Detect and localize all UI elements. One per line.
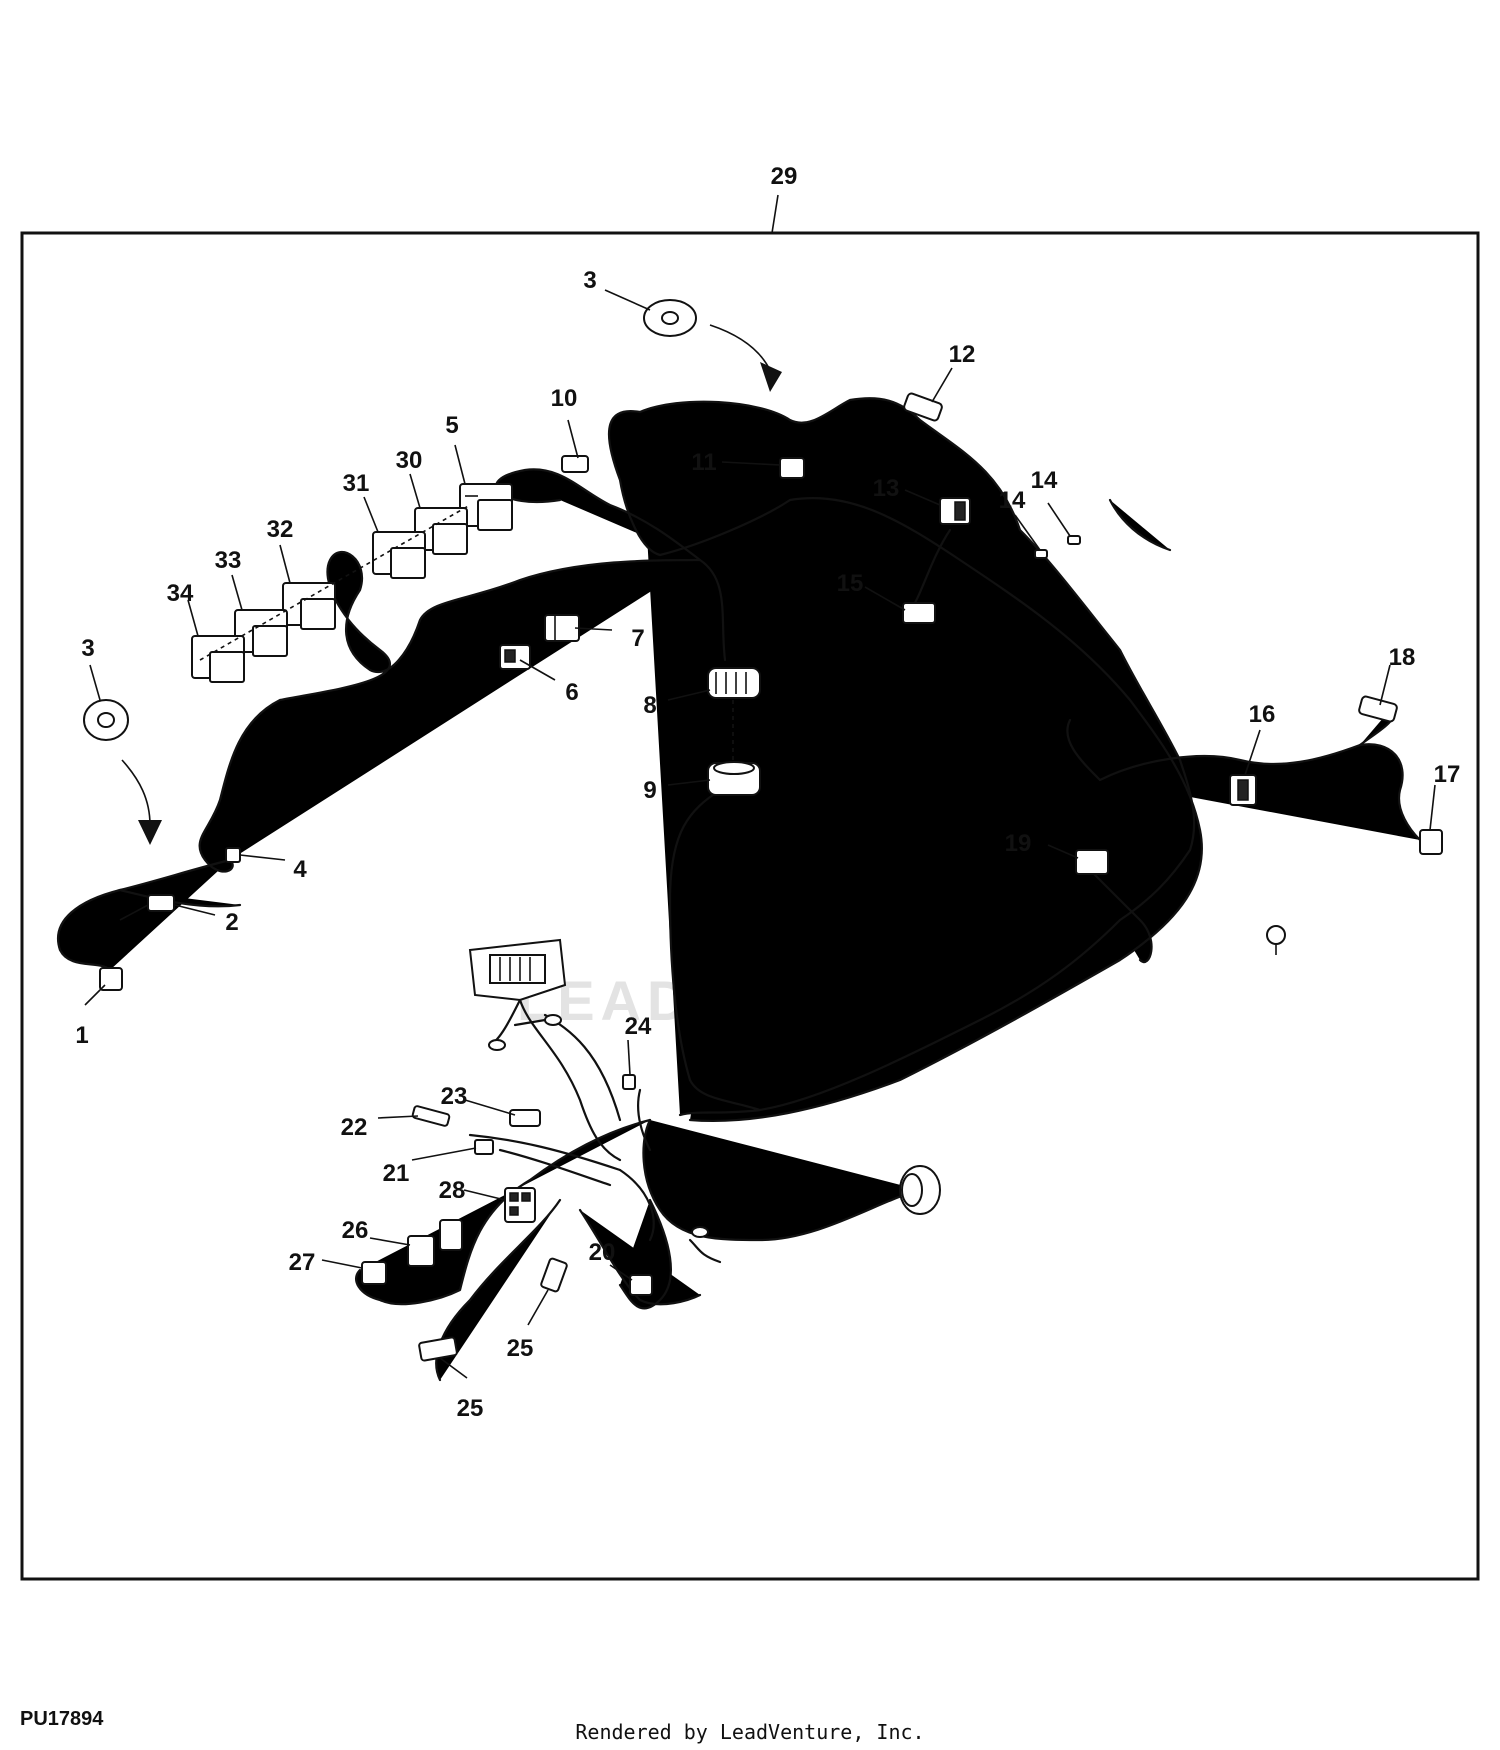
callout-14a: 14	[999, 487, 1026, 514]
callout-15: 15	[837, 570, 864, 597]
connector-2	[119, 894, 175, 921]
connector-21	[474, 1139, 494, 1155]
callout-10: 10	[551, 385, 578, 412]
callout-28: 28	[439, 1177, 466, 1204]
callout-22: 22	[341, 1114, 368, 1141]
callout-labels: 29 3 12 10 11 13 14 14 5 30 31 32 33 34 …	[75, 163, 1460, 1422]
ground-clip	[1266, 925, 1286, 955]
fuse-block	[468, 938, 567, 1002]
callout-6: 6	[565, 679, 578, 706]
connector-23	[509, 1109, 541, 1127]
install-arrow-left	[121, 759, 162, 845]
relay-32	[282, 582, 336, 630]
callout-29: 29	[771, 163, 798, 190]
connector-18	[1358, 695, 1398, 723]
connector-13	[939, 497, 971, 525]
connector-14b	[1067, 535, 1081, 545]
harness-frame	[20, 231, 1480, 1581]
callout-3-left: 3	[81, 635, 94, 662]
callout-33: 33	[215, 547, 242, 574]
connector-24	[622, 1074, 636, 1090]
callout-24: 24	[625, 1013, 652, 1040]
callout-1: 1	[75, 1022, 88, 1049]
callout-30: 30	[396, 447, 423, 474]
connector-7	[544, 614, 580, 642]
grommet-3-left	[83, 699, 129, 741]
connector-25b	[418, 1336, 458, 1362]
callout-11: 11	[691, 449, 716, 476]
relay-30	[414, 507, 468, 555]
connector-20	[629, 1274, 653, 1296]
callout-17: 17	[1434, 761, 1461, 788]
callout-25b: 25	[457, 1395, 484, 1422]
harness-wires	[56, 397, 1422, 1382]
footer-credit: Rendered by LeadVenture, Inc.	[575, 1720, 925, 1744]
figure-id: PU17894	[20, 1708, 104, 1730]
callout-20: 20	[589, 1239, 616, 1266]
connector-1	[99, 967, 123, 991]
relay-31	[372, 531, 426, 579]
callout-7: 7	[631, 625, 644, 652]
leader-lines	[84, 289, 1436, 1379]
callout-13: 13	[873, 475, 900, 502]
relay-33	[234, 609, 288, 657]
callout-26: 26	[342, 1217, 369, 1244]
connector-9	[707, 761, 761, 796]
connector-19	[1075, 849, 1109, 875]
connector-22	[411, 1105, 451, 1127]
callout-2: 2	[225, 909, 238, 936]
connector-6	[499, 644, 531, 670]
callout-16: 16	[1249, 701, 1276, 728]
connector-17	[1419, 829, 1443, 855]
callout-32: 32	[267, 516, 294, 543]
connector-8	[707, 667, 761, 699]
relay-5	[459, 483, 513, 531]
connector-12	[903, 392, 943, 422]
connector-26	[407, 1219, 463, 1267]
callout-25a: 25	[507, 1335, 534, 1362]
callout-8: 8	[643, 692, 656, 719]
grommet-lower	[899, 1165, 941, 1215]
callout-34: 34	[167, 580, 194, 607]
connector-10	[561, 455, 589, 473]
connector-27	[361, 1261, 387, 1285]
callout-19: 19	[1005, 830, 1032, 857]
callout-9: 9	[643, 777, 656, 804]
callout-4: 4	[293, 856, 307, 883]
callout-23: 23	[441, 1083, 468, 1110]
callout-12: 12	[949, 341, 976, 368]
callout-18: 18	[1389, 644, 1416, 671]
connector-11	[779, 457, 805, 479]
connector-28	[504, 1187, 536, 1223]
connector-15	[902, 602, 936, 624]
connector-25a	[540, 1257, 568, 1293]
connector-16	[1229, 774, 1257, 806]
callout-3-top: 3	[583, 267, 596, 294]
callout-14b: 14	[1031, 467, 1058, 494]
callout-5: 5	[445, 412, 458, 439]
connector-14a	[1034, 549, 1048, 559]
relay-34	[191, 635, 245, 683]
callout-21: 21	[383, 1160, 410, 1187]
callout-31: 31	[343, 470, 370, 497]
install-arrow-top	[709, 324, 782, 392]
connector-4	[225, 847, 241, 863]
grommet-3-top	[643, 299, 697, 337]
ring-terminals	[488, 1014, 709, 1238]
callout-27: 27	[289, 1249, 316, 1276]
